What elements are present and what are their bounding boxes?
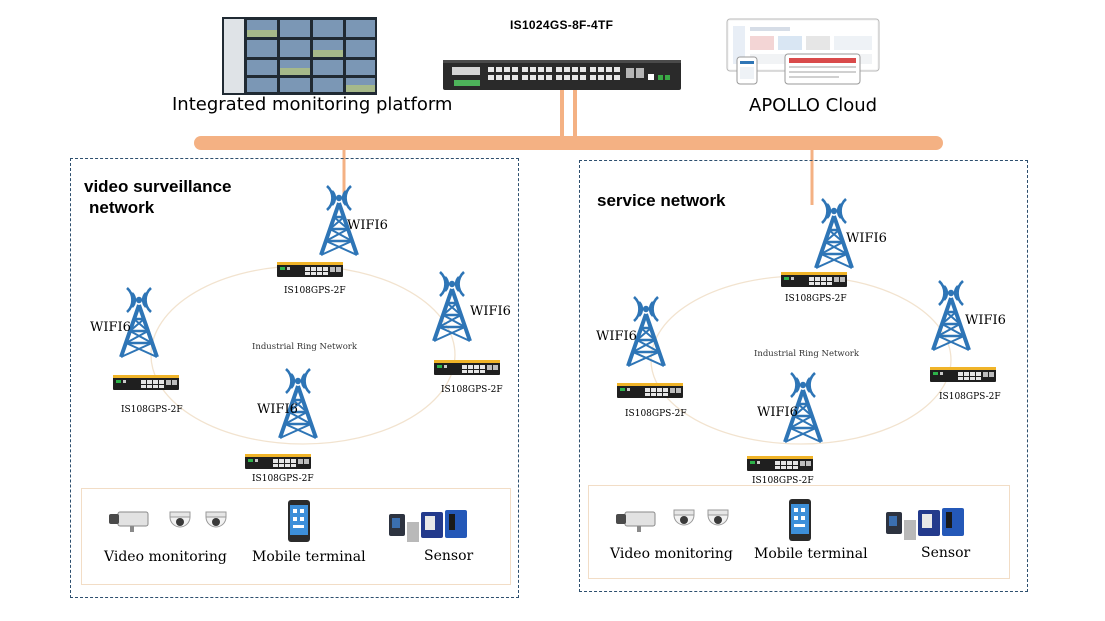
node-label: IS108GPS-2F [785,294,847,304]
service-network-panel [579,160,1028,592]
video-panel-title-line2: network [89,198,155,217]
node-label: IS108GPS-2F [939,392,1001,402]
dome-camera-icon [673,509,695,526]
dome-camera-icon [169,511,191,528]
sensor-label: Sensor [921,545,971,561]
wifi-label: WIFI6 [90,320,131,335]
wifi-label: WIFI6 [965,313,1006,328]
bullet-camera-icon [616,511,656,532]
cloud-label: APOLLO Cloud [749,95,878,116]
ring-label: Industrial Ring Network [754,349,860,359]
dashboard-devices-image [726,18,880,85]
bullet-camera-icon [109,511,149,532]
video-devices-box [81,488,511,585]
wifi-label: WIFI6 [846,231,887,246]
wifi-label: WIFI6 [347,218,388,233]
monitor-wall-image [222,17,377,95]
sensor-icon [886,508,964,540]
video-panel-title: video surveillance network [84,176,231,218]
wifi-label: WIFI6 [257,402,298,417]
node-label: IS108GPS-2F [252,474,314,484]
mobile-terminal-label: Mobile terminal [252,549,366,565]
wifi-label: WIFI6 [470,304,511,319]
platform-label: Integrated monitoring platform [172,94,453,115]
video-panel-title-line1: video surveillance [84,177,232,196]
node-label: IS108GPS-2F [625,409,687,419]
ring-label: Industrial Ring Network [252,342,358,352]
node-label: IS108GPS-2F [121,405,183,415]
video-monitoring-label: Video monitoring [104,549,227,565]
phone-icon [288,500,310,542]
service-devices-box [588,485,1010,579]
node-label: IS108GPS-2F [441,385,503,395]
core-switch-label: IS1024GS-8F-4TF [510,18,614,32]
service-panel-title: service network [597,191,726,210]
phone-icon [789,499,811,541]
dome-camera-icon [707,509,729,526]
wifi-label: WIFI6 [757,405,798,420]
sensor-label: Sensor [424,548,474,564]
backbone-links [194,90,943,205]
dome-camera-icon [205,511,227,528]
panels-layer [109,184,996,542]
video-monitoring-label: Video monitoring [610,546,733,562]
video-network-panel [70,158,519,598]
wifi-label: WIFI6 [596,329,637,344]
node-label: IS108GPS-2F [284,286,346,296]
sensor-icon [389,510,467,542]
node-label: IS108GPS-2F [752,476,814,486]
mobile-terminal-label: Mobile terminal [754,546,868,562]
rack-switch-image [443,60,681,90]
